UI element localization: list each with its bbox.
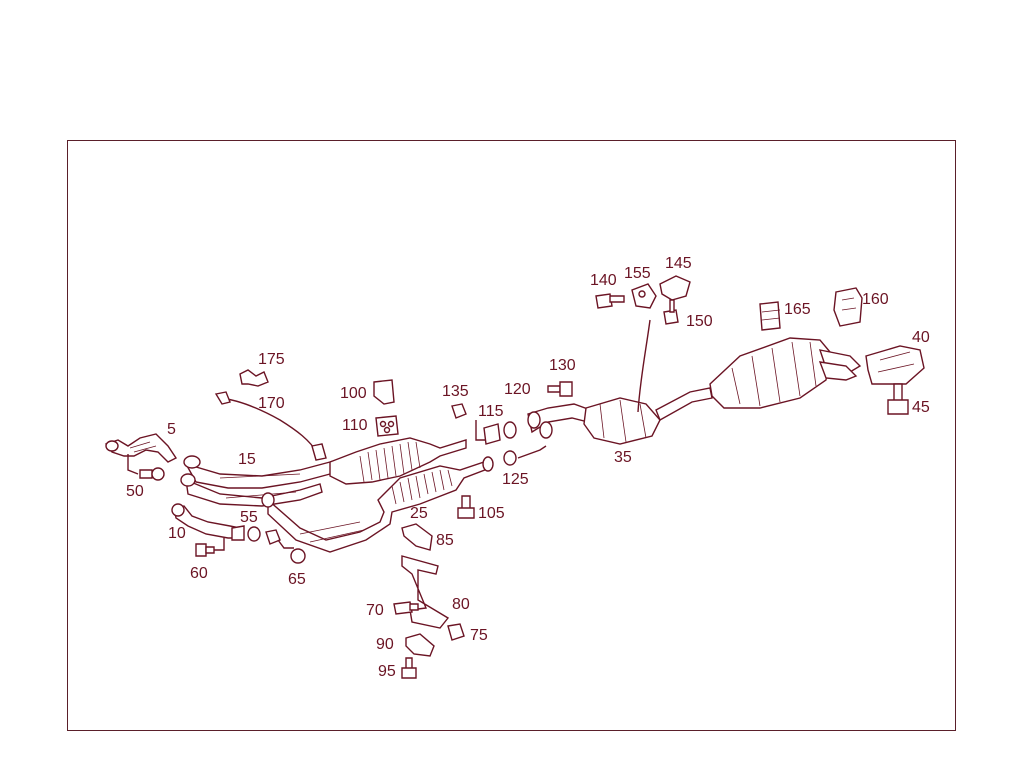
callout-85: 85 xyxy=(436,532,454,549)
part-115-gasket[interactable] xyxy=(475,420,501,445)
part-75-nut[interactable] xyxy=(447,623,465,641)
callout-155: 155 xyxy=(624,265,651,282)
part-45-bolt[interactable] xyxy=(887,383,909,415)
callout-55: 55 xyxy=(240,509,258,526)
part-55-gasket[interactable] xyxy=(247,526,261,542)
part-140-bolt[interactable] xyxy=(595,293,625,309)
part-40-heat-shield[interactable] xyxy=(865,345,925,385)
callout-labels: 5 50 15 170 175 10 55 60 65 100 110 25 1… xyxy=(126,255,930,680)
callout-65: 65 xyxy=(288,571,306,588)
callout-15: 15 xyxy=(238,451,256,468)
callout-25: 25 xyxy=(410,505,428,522)
callout-115: 115 xyxy=(478,403,504,420)
callout-90: 90 xyxy=(376,636,394,653)
part-155-rubber-hanger[interactable] xyxy=(631,283,657,413)
callout-145: 145 xyxy=(665,255,692,272)
callout-5: 5 xyxy=(167,421,176,438)
part-95-bolt[interactable] xyxy=(401,657,417,679)
part-100-bracket[interactable] xyxy=(373,379,395,405)
callout-110: 110 xyxy=(342,417,368,434)
part-150-bolt[interactable] xyxy=(663,299,679,325)
part-65-nut[interactable] xyxy=(265,529,306,564)
part-25-lower-cat-pipe[interactable] xyxy=(261,456,494,553)
part-10-front-pipe-lower[interactable] xyxy=(171,503,245,541)
part-105-bolt[interactable] xyxy=(457,495,475,519)
callout-100: 100 xyxy=(340,385,367,402)
callout-105: 105 xyxy=(478,505,505,522)
part-90-clamp-plate[interactable] xyxy=(405,633,435,657)
part-175-clip[interactable] xyxy=(239,369,269,387)
part-130-bolt[interactable] xyxy=(547,381,573,397)
part-145-bracket[interactable] xyxy=(659,275,691,301)
callout-45: 45 xyxy=(912,399,930,416)
callout-10: 10 xyxy=(168,525,186,542)
part-35-middle-muffler[interactable] xyxy=(527,387,713,445)
part-5-front-pipe[interactable] xyxy=(104,433,178,463)
callout-40: 40 xyxy=(912,329,930,346)
part-125-ring[interactable] xyxy=(503,445,547,466)
callout-75: 75 xyxy=(470,627,488,644)
part-60-bolt[interactable] xyxy=(195,538,225,557)
callout-60: 60 xyxy=(190,565,208,582)
callout-130: 130 xyxy=(549,357,576,374)
callout-125: 125 xyxy=(502,471,529,488)
callout-50: 50 xyxy=(126,483,144,500)
callout-135: 135 xyxy=(442,383,469,400)
part-110-rubber-mount[interactable] xyxy=(375,415,399,437)
part-165-rubber[interactable] xyxy=(759,301,781,331)
catalytic-converter-upper[interactable] xyxy=(329,437,467,485)
part-80-support-bracket[interactable] xyxy=(401,555,450,629)
part-120-clamp[interactable] xyxy=(503,421,517,439)
callout-175: 175 xyxy=(258,351,285,368)
callout-70: 70 xyxy=(366,602,384,619)
rear-muffler[interactable] xyxy=(709,337,862,409)
callout-170: 170 xyxy=(258,395,285,412)
callout-140: 140 xyxy=(590,272,617,289)
part-85-bracket[interactable] xyxy=(401,523,433,551)
callout-150: 150 xyxy=(686,313,713,330)
part-135-nut[interactable] xyxy=(451,403,467,419)
diagram-frame xyxy=(67,140,956,731)
part-70-bolt[interactable] xyxy=(393,601,419,615)
callout-80: 80 xyxy=(452,596,470,613)
callout-95: 95 xyxy=(378,663,396,680)
callout-120: 120 xyxy=(504,381,531,398)
callout-165: 165 xyxy=(784,301,811,318)
part-50-bolt[interactable] xyxy=(127,454,165,481)
callout-35: 35 xyxy=(614,449,632,466)
part-160-hanger[interactable] xyxy=(833,287,863,327)
callout-160: 160 xyxy=(862,291,889,308)
part-170-oxygen-sensor[interactable] xyxy=(214,391,327,461)
